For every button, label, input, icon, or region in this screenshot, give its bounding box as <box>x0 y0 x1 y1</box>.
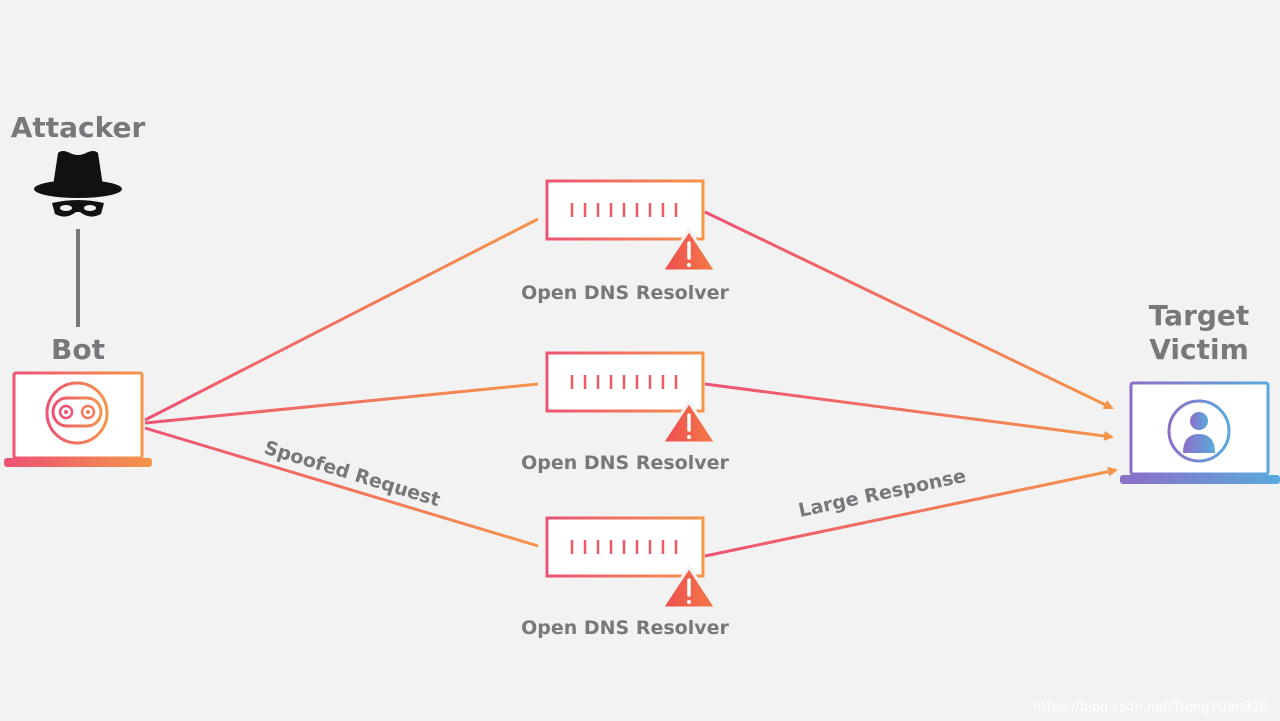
user-avatar-icon <box>1167 399 1231 463</box>
laptop-icon <box>1120 381 1280 484</box>
server-icon <box>545 351 705 423</box>
edge-bot-to-resolver-3 <box>144 426 539 548</box>
resolver-node-3: Open DNS Resolver <box>521 516 730 639</box>
warning-icon <box>660 228 718 273</box>
target-label: Target <box>1149 299 1250 332</box>
resolver-label-3: Open DNS Resolver <box>521 617 729 639</box>
edge-resolver-2-to-victim <box>704 382 1114 441</box>
resolver-label-1: Open DNS Resolver <box>521 282 729 304</box>
server-icon <box>545 179 705 251</box>
bot-node: Bot <box>4 333 152 467</box>
attacker-label: Attacker <box>11 111 146 144</box>
warning-icon <box>660 565 718 610</box>
server-icon <box>545 516 705 588</box>
spy-hat-icon <box>34 151 122 217</box>
edge-bot-to-resolver-2 <box>144 382 539 425</box>
resolver-node-2: Open DNS Resolver <box>521 351 730 474</box>
resolver-label-2: Open DNS Resolver <box>521 452 729 474</box>
edge-resolver-1-to-victim <box>704 210 1114 410</box>
warning-icon <box>660 400 718 445</box>
laptop-icon <box>4 371 152 467</box>
edge-bot-to-resolver-1 <box>144 217 539 422</box>
watermark-text: https://blog.csdn.net/TsengYUan920 <box>1033 700 1268 715</box>
spoofed-request-label: Spoofed Request <box>262 437 443 511</box>
robot-face-icon <box>45 381 109 445</box>
edges <box>144 210 1118 558</box>
edge-resolver-3-to-victim <box>704 466 1118 558</box>
target-victim-node: Target Victim <box>1120 299 1280 484</box>
attacker-node: Attacker <box>11 111 146 327</box>
resolver-node-1: Open DNS Resolver <box>521 179 730 304</box>
large-response-label: Large Response <box>796 465 967 522</box>
bot-label: Bot <box>51 333 105 366</box>
victim-label: Victim <box>1149 333 1249 366</box>
